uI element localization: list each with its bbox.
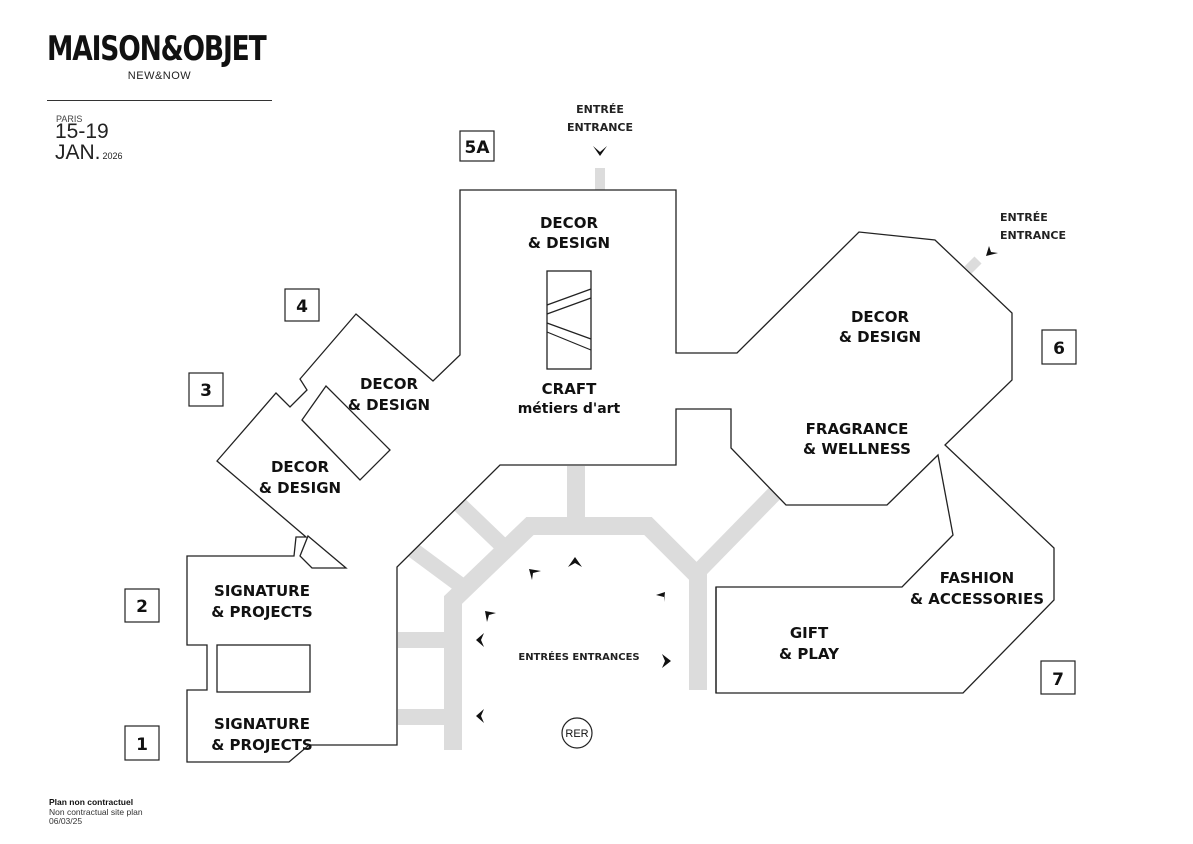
disclaimer-fr: Plan non contractuel	[49, 797, 134, 807]
svg-text:SIGNATURE: SIGNATURE	[214, 582, 310, 600]
arrow-left-icon	[476, 633, 484, 647]
svg-text:DECOR: DECOR	[540, 214, 598, 232]
plan-date: 06/03/25	[49, 816, 83, 826]
event-year: 2026	[102, 151, 123, 161]
svg-text:GIFT: GIFT	[790, 624, 829, 642]
svg-text:DECOR: DECOR	[851, 308, 909, 326]
walkway-ne	[684, 486, 782, 586]
event-month-year: JAN.2026	[55, 141, 123, 166]
svg-text:& PLAY: & PLAY	[779, 645, 840, 663]
svg-text:4: 4	[296, 297, 308, 317]
zone-hall3-decor-design: DECOR & DESIGN	[259, 458, 341, 497]
svg-text:DECOR: DECOR	[271, 458, 329, 476]
walkway-main	[444, 517, 707, 750]
hall-number-2[interactable]: 2	[124, 588, 160, 623]
svg-text:ENTRANCE: ENTRANCE	[1000, 229, 1066, 242]
entrance-right[interactable]: ENTRÉE ENTRANCE	[986, 211, 1066, 256]
hall-number-6[interactable]: 6	[1041, 329, 1077, 365]
zone-hall4-decor-design: DECOR & DESIGN	[348, 375, 430, 414]
zone-fashion-accessories: FASHION & ACCESSORIES	[910, 569, 1044, 608]
brand-tagline: NEW&NOW	[127, 70, 192, 82]
svg-text:RER: RER	[565, 728, 588, 740]
svg-text:FASHION: FASHION	[940, 569, 1014, 587]
svg-text:ENTRÉES ENTRANCES: ENTRÉES ENTRANCES	[518, 650, 639, 663]
svg-text:ENTRANCE: ENTRANCE	[567, 121, 633, 134]
zone-craft: CRAFT métiers d'art	[518, 380, 621, 417]
brand-logo: MAISON&OBJET NEW&NOW	[47, 29, 272, 101]
zone-gift-play: GIFT & PLAY	[779, 624, 840, 663]
arrow-ne-icon	[656, 592, 665, 602]
event-month: JAN.	[55, 141, 101, 164]
zone-hall1-signature-projects: SIGNATURE & PROJECTS	[211, 715, 312, 754]
svg-text:SIGNATURE: SIGNATURE	[214, 715, 310, 733]
entrance-central[interactable]: ENTRÉES ENTRANCES	[476, 557, 671, 723]
event-dates: 15-19	[55, 120, 109, 143]
zone-hall6-decor-design: DECOR & DESIGN	[839, 308, 921, 346]
svg-text:5A: 5A	[465, 138, 491, 158]
hall-number-3[interactable]: 3	[188, 372, 224, 407]
walkway-entrance-right	[964, 256, 982, 274]
hall-1-2-inner-room	[216, 644, 311, 693]
svg-text:7: 7	[1052, 670, 1064, 690]
hall-2-inner-triangle	[299, 534, 348, 569]
svg-text:& DESIGN: & DESIGN	[259, 479, 341, 497]
craft-room	[546, 270, 592, 370]
arrow-diagonal-icon	[986, 246, 998, 256]
walkways	[398, 168, 982, 750]
arrow-right-icon	[662, 654, 671, 668]
svg-text:1: 1	[136, 735, 148, 755]
svg-text:& DESIGN: & DESIGN	[348, 396, 430, 414]
svg-text:& PROJECTS: & PROJECTS	[211, 736, 312, 754]
svg-text:ENTRÉE: ENTRÉE	[1000, 211, 1048, 224]
arrow-nw-icon	[529, 569, 541, 580]
svg-text:ENTRÉE: ENTRÉE	[576, 103, 624, 116]
brand-name: MAISON&OBJET	[47, 29, 267, 69]
footer-note: Plan non contractuel Non contractual sit…	[49, 797, 143, 827]
svg-text:FRAGRANCE: FRAGRANCE	[806, 420, 909, 438]
arrow-nw-icon	[485, 611, 496, 622]
walkway-nw-2	[408, 543, 472, 597]
svg-text:2: 2	[136, 597, 148, 617]
hall-number-5a[interactable]: 5A	[459, 130, 495, 162]
zone-hall5a-decor-design: DECOR & DESIGN	[528, 214, 610, 252]
hall-number-7[interactable]: 7	[1040, 660, 1076, 695]
zone-fragrance-wellness: FRAGRANCE & WELLNESS	[803, 420, 911, 458]
arrow-down-icon	[593, 146, 607, 156]
svg-text:& DESIGN: & DESIGN	[528, 234, 610, 252]
entrance-top[interactable]: ENTRÉE ENTRANCE	[567, 103, 633, 156]
svg-text:CRAFT: CRAFT	[542, 380, 597, 398]
craft-area	[546, 270, 592, 370]
walkway-nw-1	[454, 499, 516, 559]
svg-text:3: 3	[200, 381, 212, 401]
rer-icon	[561, 717, 593, 749]
svg-text:métiers d'art: métiers d'art	[518, 401, 621, 417]
arrow-left-icon	[476, 709, 484, 723]
svg-text:& WELLNESS: & WELLNESS	[803, 440, 911, 458]
hall-3-4-inner-room	[301, 384, 391, 481]
event-city: PARIS	[56, 114, 83, 124]
svg-text:& PROJECTS: & PROJECTS	[211, 603, 312, 621]
rer-station[interactable]: RER	[561, 717, 593, 749]
svg-text:& ACCESSORIES: & ACCESSORIES	[910, 590, 1044, 608]
hall-number-1[interactable]: 1	[124, 725, 160, 761]
svg-text:6: 6	[1053, 339, 1065, 359]
zone-hall2-signature-projects: SIGNATURE & PROJECTS	[211, 582, 312, 621]
arrow-up-icon	[568, 557, 582, 567]
svg-text:DECOR: DECOR	[360, 375, 418, 393]
svg-text:& DESIGN: & DESIGN	[839, 328, 921, 346]
disclaimer-en: Non contractual site plan	[49, 806, 143, 817]
hall-number-4[interactable]: 4	[284, 288, 320, 322]
hall-5a-outline[interactable]	[186, 189, 1055, 763]
logo-divider	[47, 100, 272, 101]
